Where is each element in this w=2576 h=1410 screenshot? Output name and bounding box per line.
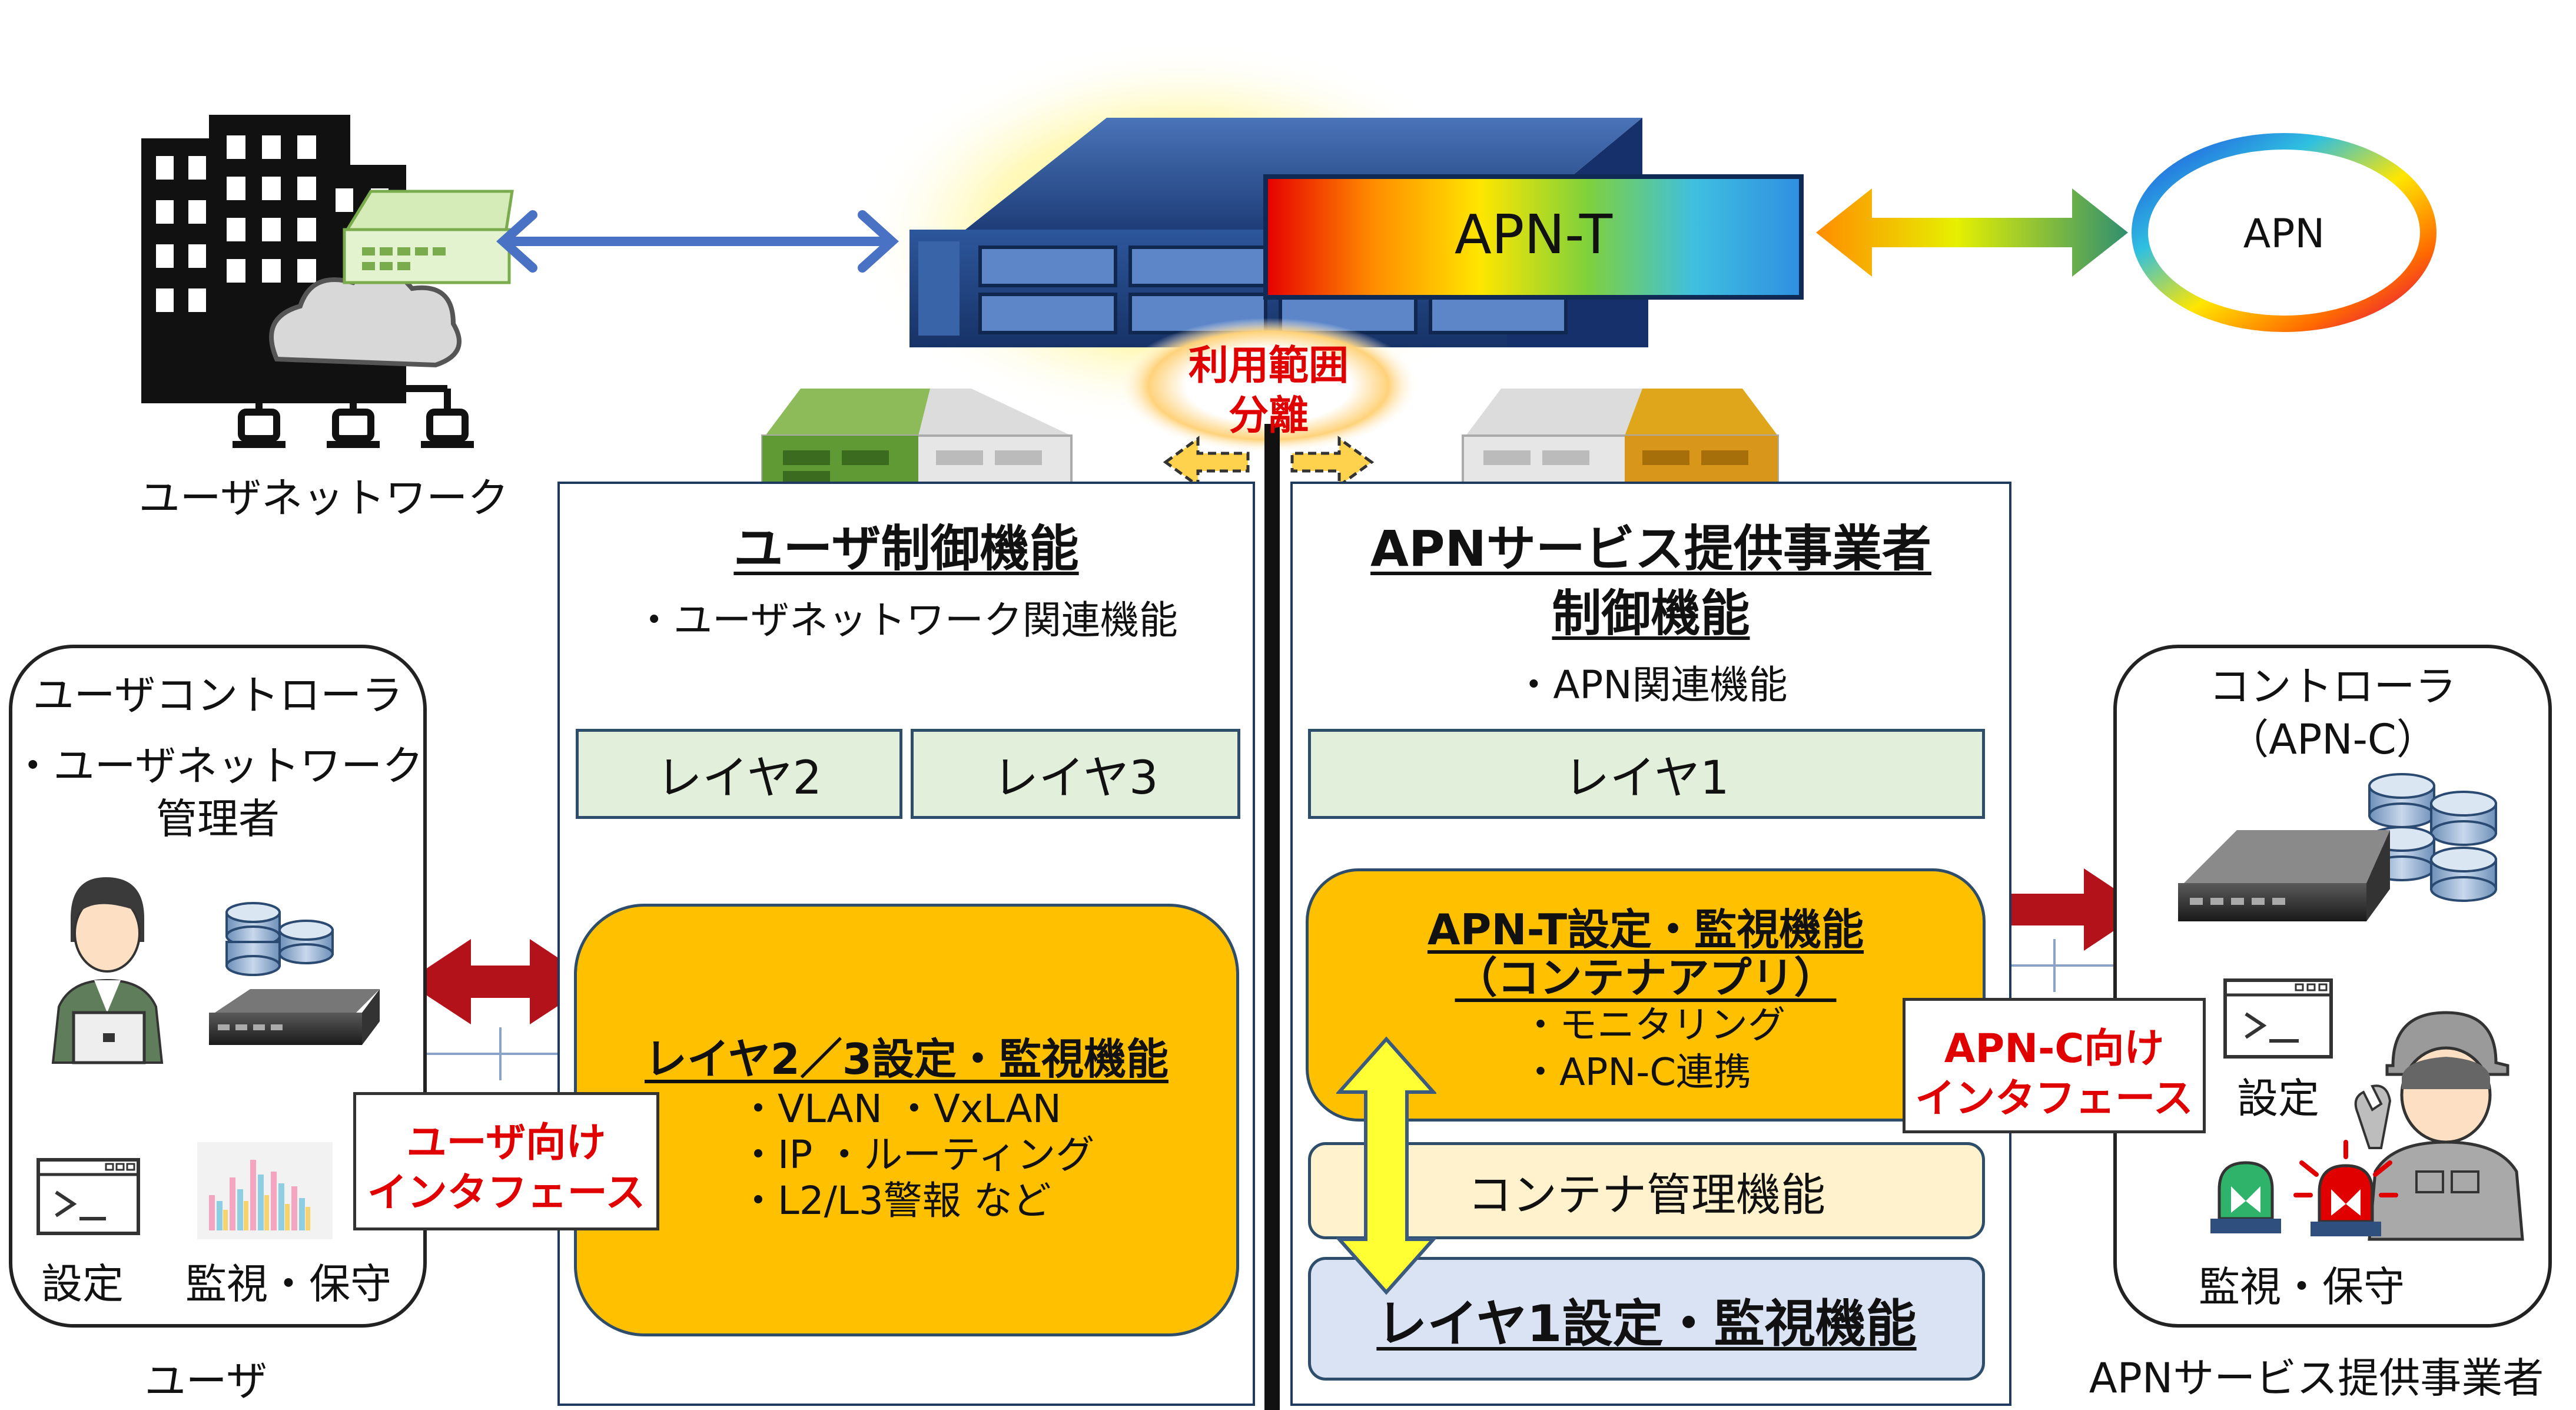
user-settings-label: 設定 — [41, 1260, 124, 1308]
user-control-bullet: ・ユーザネットワーク関連機能 — [635, 598, 1178, 643]
apnc-terminal-icon — [2223, 978, 2333, 1059]
apnt-label: APN-T — [1454, 203, 1613, 266]
apn-control-title-2: 制御機能 — [1552, 585, 1750, 642]
user-network-label: ユーザネットワーク — [138, 474, 509, 522]
apn-ring — [2132, 133, 2436, 332]
user-controller-bullet-2: 管理者 — [156, 795, 280, 843]
network-link-arrow — [496, 210, 899, 273]
l2l3-item-2: ・IP ・ルーティング — [739, 1132, 1095, 1177]
l2l3-settings-title: レイヤ2／3設定・監視機能 — [644, 1034, 1169, 1084]
layer1-settings-box: レイヤ1設定・監視機能 — [1308, 1257, 1985, 1381]
apnc-interface-label-2: インタフェース — [1915, 1076, 2193, 1122]
user-control-title: ユーザ制御機能 — [733, 520, 1079, 578]
maintenance-worker-icon — [2354, 1011, 2524, 1241]
apnc-interface-label-box — [1903, 998, 2206, 1133]
green-alarm-icon — [2210, 1161, 2281, 1233]
apnt-box — [1263, 174, 1804, 300]
user-interface-label-1: ユーザ向け — [406, 1120, 606, 1166]
apn-settings-label: 設定 — [2237, 1074, 2319, 1123]
green-router-icon — [343, 190, 514, 284]
separation-line — [1264, 424, 1280, 1410]
user-admin-icon — [51, 877, 164, 1064]
user-monitor-label: 監視・保守 — [185, 1260, 391, 1308]
container-mgmt-box: コンテナ管理機能 — [1308, 1142, 1985, 1239]
separation-label-1: 利用範囲 — [1188, 343, 1349, 389]
user-terminal-icon — [36, 1158, 140, 1235]
apnt-settings-title-2: （コンテナアプリ） — [1455, 953, 1837, 1003]
layer3-box: レイヤ3 — [911, 729, 1240, 819]
l2l3-item-1: ・VLAN ・VxLAN — [739, 1086, 1061, 1132]
user-controller-title: ユーザコントローラ — [32, 671, 403, 719]
apn-monitor-label: 監視・保守 — [2199, 1263, 2405, 1311]
user-caption: ユーザ — [144, 1357, 268, 1405]
l2l3-item-3: ・L2/L3警報 など — [739, 1178, 1051, 1223]
user-db-server-icon — [209, 902, 380, 1045]
apnc-db-server-icon — [2178, 773, 2497, 921]
apn-label: APN — [2243, 211, 2325, 257]
layer1-box: レイヤ1 — [1308, 729, 1985, 819]
apnt-item-1: ・モニタリング — [1522, 1004, 1785, 1047]
apn-control-title-1: APNサービス提供事業者 — [1370, 520, 1931, 578]
user-interface-arrow — [406, 939, 595, 1024]
apnc-interface-label-1: APN-C向け — [1944, 1026, 2165, 1072]
vertical-link-arrow — [1336, 1036, 1436, 1295]
apnt-item-2: ・APN-C連携 — [1522, 1051, 1752, 1094]
apnt-settings-title-1: APN-T設定・監視機能 — [1427, 905, 1864, 954]
user-controller-bullet-1: ・ユーザネットワーク — [12, 742, 424, 790]
apn-link-arrow — [1816, 188, 2128, 277]
user-interface-label-box — [353, 1092, 659, 1230]
layer2-box: レイヤ2 — [576, 729, 902, 819]
user-interface-label-2: インタフェース — [367, 1170, 646, 1216]
apn-controller-title-2: （APN-C） — [2228, 715, 2438, 764]
apn-control-server-icon — [1462, 389, 1779, 493]
apn-control-bullet: ・APN関連機能 — [1514, 662, 1788, 708]
apn-caption: APNサービス提供事業者 — [2089, 1354, 2544, 1402]
apn-controller-title-1: コントローラ — [2209, 662, 2457, 711]
separation-label-2: 分離 — [1228, 393, 1309, 439]
separation-ellipse — [1118, 318, 1419, 453]
red-alarm-icon — [2293, 1140, 2398, 1236]
user-chart-icon — [197, 1142, 333, 1239]
l2l3-settings-box — [574, 904, 1239, 1336]
network-nodes-icon — [233, 365, 474, 448]
